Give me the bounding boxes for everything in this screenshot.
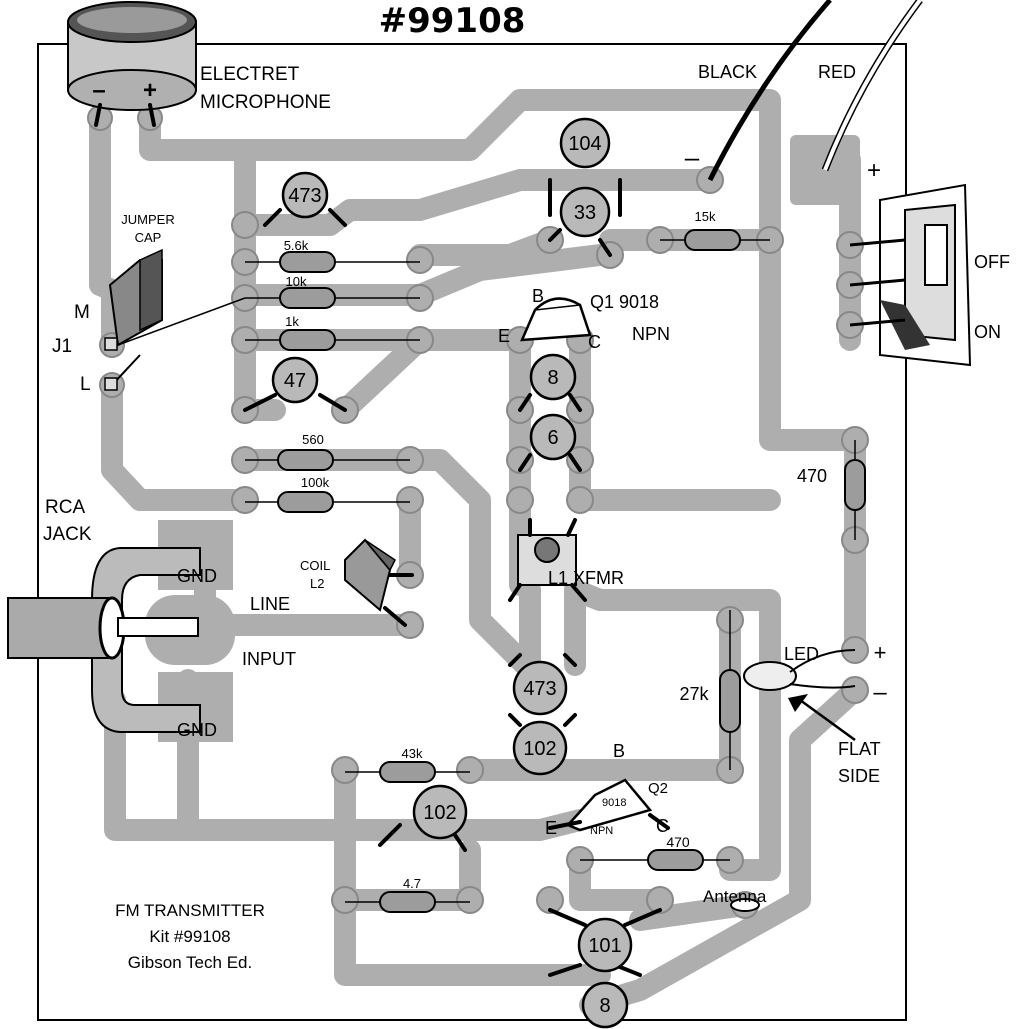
rca-gnd-top-label: GND <box>177 566 217 586</box>
resistor-value: 10k <box>286 274 307 289</box>
electret-microphone <box>67 1 197 127</box>
black-wire <box>707 0 832 182</box>
capacitor-value: 102 <box>523 738 556 760</box>
q2-name-label: Q2 <box>648 780 668 797</box>
rca-jack <box>7 547 201 733</box>
capacitor-value: 6 <box>547 427 558 449</box>
capacitor-1: 473 <box>281 171 329 219</box>
resistor-value: 43k <box>402 746 423 761</box>
jumper-cap <box>104 248 246 391</box>
q1-e-label: E <box>498 326 510 346</box>
resistor-value: 27k <box>679 684 709 704</box>
capacitor-value: 102 <box>423 802 456 824</box>
capacitor-6: 6 <box>529 413 577 461</box>
battery-neg-label: – <box>685 142 700 172</box>
capacitor-2: 104 <box>559 117 611 169</box>
capacitor-10: 101 <box>577 917 633 973</box>
q2-e-label: E <box>545 818 557 838</box>
capacitor-7: 473 <box>512 660 568 716</box>
jumper-j1-label: J1 <box>52 336 72 357</box>
mic-plus: + <box>143 77 157 104</box>
q1-type-label: NPN <box>632 324 670 344</box>
capacitor-value: 473 <box>288 185 321 207</box>
jumper-l-label: L <box>80 374 91 395</box>
q2-type-label: NPN <box>590 825 613 837</box>
black-label: BLACK <box>698 62 757 82</box>
q1-c-label: C <box>588 332 601 352</box>
resistor-value: 4.7 <box>403 876 421 891</box>
q2-part-label: 9018 <box>602 797 626 809</box>
rca-gnd-bottom-label: GND <box>177 720 217 740</box>
capacitors: 473 104 33 47 8 6 473 102 102 101 8 <box>271 117 633 1029</box>
power-switch <box>849 183 972 367</box>
capacitor-8: 102 <box>512 720 568 776</box>
pads <box>87 105 869 919</box>
red-wire <box>823 0 922 171</box>
battery-pos-label: + <box>867 157 881 184</box>
q2-c-label: C <box>656 816 669 836</box>
capacitor-value: 473 <box>523 678 556 700</box>
footer-line-3: Gibson Tech Ed. <box>128 953 252 972</box>
antenna-pad <box>730 898 760 912</box>
resistor-labels: 5.6k 10k 1k 560 100k 15k 470 27k 43k 470 4.7 <box>284 209 827 891</box>
q1-b-label: B <box>532 286 544 306</box>
capacitor-9: 102 <box>412 784 468 840</box>
switch-on-label: ON <box>974 322 1001 342</box>
q1-transistor <box>520 297 592 342</box>
rca-label-2: JACK <box>43 524 92 545</box>
coil-label-2: L2 <box>310 576 324 591</box>
led-minus-label: – <box>873 679 887 706</box>
resistor-value: 100k <box>301 475 330 490</box>
coil-l2 <box>344 538 414 627</box>
jumper-label-1: JUMPER <box>121 212 174 227</box>
capacitor-5: 8 <box>529 353 577 401</box>
resistor-value: 470 <box>797 466 827 486</box>
capacitor-value: 8 <box>599 995 610 1017</box>
mic-label-2: MICROPHONE <box>200 92 331 113</box>
resistor-value: 5.6k <box>284 238 309 253</box>
led-flat-label-2: SIDE <box>838 766 880 786</box>
title: #99108 <box>379 1 526 41</box>
l1-xfmr <box>508 518 587 602</box>
led-plus-label: + <box>874 640 887 665</box>
footer-line-1: FM TRANSMITTER <box>115 901 265 920</box>
switch-off-label: OFF <box>974 252 1010 272</box>
capacitor-11: 8 <box>581 981 629 1029</box>
q2-b-label: B <box>613 741 625 761</box>
resistor-value: 1k <box>285 314 299 329</box>
mic-minus: – <box>92 77 105 104</box>
led-label: LED <box>784 644 819 664</box>
capacitor-4: 47 <box>271 356 319 404</box>
jumper-m-label: M <box>74 302 90 323</box>
antenna-label: Antenna <box>703 887 767 906</box>
rca-input-label: INPUT <box>242 649 296 669</box>
jumper-label-2: CAP <box>135 230 162 245</box>
xfmr-label: L1 XFMR <box>548 568 624 588</box>
resistor-value: 560 <box>302 432 324 447</box>
q1-name-label: Q1 9018 <box>590 292 659 312</box>
capacitor-value: 47 <box>284 370 306 392</box>
capacitor-value: 33 <box>574 202 596 224</box>
rca-line-label: LINE <box>250 594 290 614</box>
footer-line-2: Kit #99108 <box>149 927 230 946</box>
coil-label-1: COIL <box>300 558 330 573</box>
red-label: RED <box>818 62 856 82</box>
resistor-value: 470 <box>666 834 690 850</box>
rca-label-1: RCA <box>45 497 85 518</box>
led-flat-label-1: FLAT <box>838 739 881 759</box>
capacitor-value: 101 <box>588 935 621 957</box>
capacitor-value: 8 <box>547 367 558 389</box>
capacitor-3: 33 <box>559 186 611 238</box>
mic-label-1: ELECTRET <box>200 64 300 85</box>
resistors <box>245 229 866 913</box>
capacitor-value: 104 <box>568 133 601 155</box>
resistor-value: 15k <box>695 209 716 224</box>
q2-transistor <box>548 778 670 832</box>
led <box>743 649 856 742</box>
